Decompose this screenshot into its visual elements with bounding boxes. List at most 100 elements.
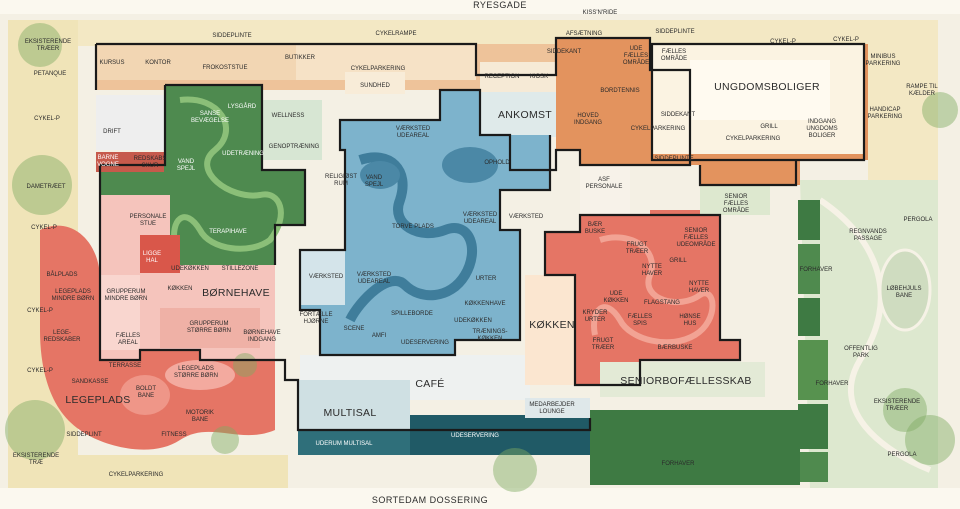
label-spilleborde: SPILLEBORDE (391, 311, 433, 317)
label-siddekant-top: SIDDEKANT (547, 49, 582, 55)
label-bordtennis: BORDTENNIS (600, 88, 639, 94)
zone-seniorbofaellesskab: SENIORBOFÆLLESSKAB (620, 375, 751, 387)
north-street (0, 0, 960, 14)
zone-ungdomsboliger: UNGDOMSBOLIGER (714, 81, 820, 93)
zone-koekken: KØKKEN (529, 319, 575, 331)
zone-legeplads: LEGEPLADS (65, 394, 130, 406)
label-cykelparkering-bottom: CYKELPARKERING (109, 472, 164, 478)
label-grill-s: GRILL (669, 258, 687, 264)
label-udekoekken-c: UDEKØKKEN (454, 318, 492, 324)
label-baerbuske: BÆRBUSKE (658, 345, 693, 351)
label-cykel-p-w2: CYKEL-P (31, 225, 57, 231)
label-flagstang: FLAGSTANG (644, 300, 680, 306)
label-scene: SCENE (344, 326, 365, 332)
senior-garden (545, 210, 740, 385)
senior-faelles-block (700, 185, 770, 215)
label-genoptraening: GENOPTRÆNING (269, 144, 320, 150)
vaerksted-block-left (300, 250, 345, 305)
label-baalplads: BÅLPLADS (46, 271, 77, 278)
grupperum-stoerre-block (160, 308, 260, 348)
label-cykelparkering-mid2: CYKELPARKERING (726, 136, 781, 142)
label-torve-plads: TORVE PLADS (392, 224, 434, 230)
loebehjuls-track (878, 248, 932, 332)
ligge-hal-block (140, 235, 180, 273)
label-cykelrampe: CYKELRAMPE (375, 31, 416, 37)
label-afsaetning: AFSÆTNING (566, 31, 603, 37)
reception-block (480, 62, 556, 92)
label-cykel-p-ne1: CYKEL-P (770, 39, 796, 45)
label-cykelparkering-top: CYKELPARKERING (351, 66, 406, 72)
uderum-multisal (298, 430, 410, 455)
label-udetraening: UDETRÆNING (222, 151, 264, 157)
east-strip (868, 20, 938, 205)
label-sideplint-sw: SIDDEPLINT (66, 432, 102, 438)
label-vaerksted-r: VÆRKSTED (509, 214, 544, 220)
southwest-strip (8, 455, 288, 488)
blue-pond-1 (442, 147, 498, 183)
zone-multisal: MULTISAL (324, 407, 377, 419)
blue-courtyard-ponds (345, 152, 478, 323)
label-ophold: OPHOLD (484, 160, 510, 166)
drift-block (96, 95, 164, 150)
green-courtyard (100, 85, 305, 265)
label-siddekant-mid: SIDDEKANT (661, 112, 696, 118)
label-uderum-multisal: UDERUM MULTISAL (316, 441, 374, 447)
barne-vogne-block (96, 152, 164, 172)
label-sandkasse: SANDKASSE (72, 379, 109, 385)
label-terrasse: TERRASSE (109, 363, 141, 369)
green-courtyard-pattern (171, 96, 284, 252)
forhaver-plots (798, 200, 828, 482)
label-udeservering-bottom: UDESERVERING (451, 433, 499, 439)
zone-cafe: CAFÉ (415, 377, 444, 390)
label-cykel-p-ne2: CYKEL-P (833, 37, 859, 43)
south-street (0, 488, 960, 509)
label-lysgaard: LYSGÅRD (228, 103, 257, 110)
label-sideplinte-ne: SIDDEPLINTE (655, 29, 694, 35)
street-south: SORTEDAM DOSSERING (372, 495, 488, 505)
label-amfi: AMFI (372, 333, 387, 339)
street-north: RYESGADE (473, 0, 527, 10)
terrasse-oval (165, 360, 235, 390)
label-vaerksted-l: VÆRKSTED (309, 274, 344, 280)
label-cykel-p-w1: CYKEL-P (34, 116, 60, 122)
legeplads-area (40, 225, 275, 450)
tree-circles (5, 23, 958, 492)
asf-block (580, 165, 630, 220)
label-traenings-koekken: TRÆNINGS-KØKKEN (473, 329, 508, 342)
building-outline (94, 36, 866, 432)
label-kiosk: KIOSK (530, 74, 548, 80)
label-fitness: FITNESS (161, 432, 186, 438)
medarbejder-lounge-block (525, 398, 590, 418)
multisal-block (298, 380, 410, 430)
label-urter: URTER (476, 276, 497, 282)
label-stillezone: STILLEZONE (222, 266, 259, 272)
label-cykelparkering-mid1: CYKELPARKERING (631, 126, 686, 132)
